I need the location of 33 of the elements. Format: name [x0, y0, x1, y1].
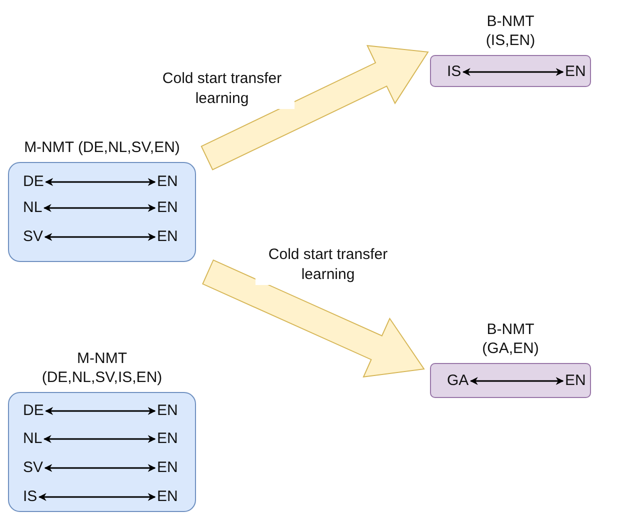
language-code: EN — [565, 372, 586, 390]
language-code: DE — [23, 173, 44, 191]
language-code: IS — [23, 488, 38, 506]
bidirectional-arrow — [43, 204, 156, 212]
bidirectional-arrow — [38, 493, 156, 501]
model-heading: M-NMT (DE,NL,SV,EN) — [24, 138, 180, 157]
model-heading: M-NMT (DE,NL,SV,IS,EN) — [40, 349, 164, 387]
language-code: EN — [157, 173, 178, 191]
bidirectional-arrow — [43, 435, 156, 443]
language-code: EN — [157, 488, 178, 506]
language-code: EN — [157, 199, 178, 217]
bidirectional-arrow — [462, 68, 564, 76]
language-code: EN — [565, 63, 586, 81]
language-code: EN — [157, 459, 178, 477]
language-code: EN — [157, 430, 178, 448]
language-code: IS — [447, 63, 462, 81]
block-arrow — [202, 259, 425, 378]
model-heading: B-NMT (IS,EN) — [484, 12, 536, 50]
language-code: SV — [23, 459, 44, 477]
language-code: EN — [157, 402, 178, 420]
language-code: NL — [23, 430, 42, 448]
bidirectional-arrow — [44, 233, 156, 241]
bidirectional-arrow — [45, 407, 156, 415]
language-code: EN — [157, 228, 178, 246]
bidirectional-arrow — [470, 377, 564, 385]
language-code: GA — [447, 372, 469, 390]
block-arrow — [200, 45, 429, 170]
bidirectional-arrow — [45, 178, 156, 186]
model-heading: B-NMT (GA,EN) — [481, 320, 540, 358]
language-code: NL — [23, 199, 42, 217]
language-code: SV — [23, 228, 44, 246]
language-code: DE — [23, 402, 44, 420]
bidirectional-arrow — [44, 464, 156, 472]
